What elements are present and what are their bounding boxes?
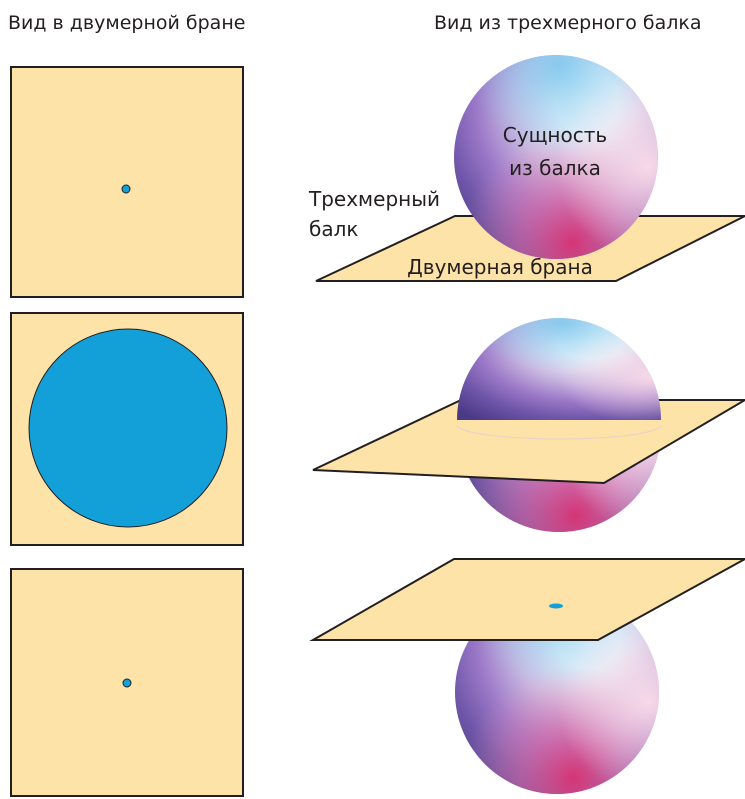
cross-section-point bbox=[121, 184, 131, 194]
bulk-label-line2: балк bbox=[309, 217, 358, 241]
brane-view-3 bbox=[10, 568, 244, 797]
cross-section-disk bbox=[28, 328, 228, 528]
right-column-heading: Вид из трехмерного балка bbox=[434, 12, 702, 34]
brane-plane bbox=[312, 399, 745, 485]
brane-plane bbox=[309, 558, 745, 641]
bulk-view-1: Сущность из балка Трехмерный балк Двумер… bbox=[308, 55, 745, 282]
entity-label-line1: Сущность bbox=[503, 123, 607, 147]
bulk-label-line1: Трехмерный bbox=[308, 187, 440, 211]
bulk-view-2 bbox=[312, 318, 745, 532]
cross-section-point bbox=[549, 603, 563, 609]
bulk-sphere bbox=[454, 55, 658, 259]
entity-label-line2: из балка bbox=[509, 156, 601, 180]
sphere-upper-part bbox=[457, 318, 661, 420]
brane-label: Двумерная брана bbox=[407, 255, 593, 279]
brane-view-2 bbox=[10, 312, 244, 546]
cross-section-point bbox=[122, 678, 132, 688]
left-column-heading: Вид в двумерной бране bbox=[8, 12, 246, 34]
bulk-view-3 bbox=[309, 558, 745, 794]
brane-view-1 bbox=[10, 66, 244, 298]
